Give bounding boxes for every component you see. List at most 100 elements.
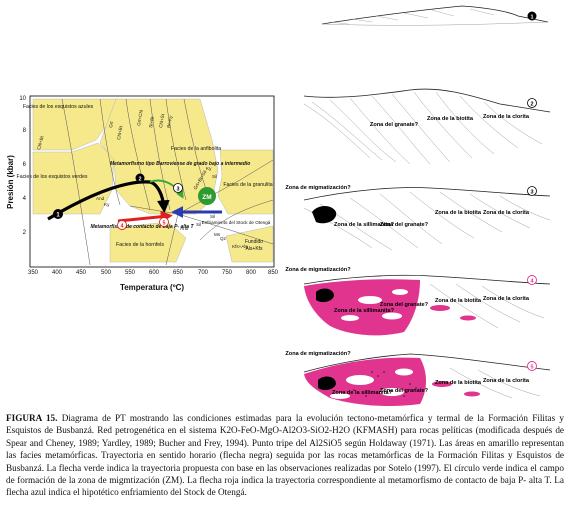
svg-text:Qz: Qz [220,236,227,241]
melt-label-2: Als+Kfs [245,246,263,252]
red-trajectory [117,210,173,223]
marker-5: 5 [159,217,169,227]
svg-text:3: 3 [176,187,179,193]
svg-text:600: 600 [149,270,160,276]
svg-text:2: 2 [530,102,533,108]
svg-text:Ky: Ky [206,166,212,171]
s4-white-lenses [341,289,408,321]
figure-15: Facies de los esquistos azules Facies de… [6,5,551,406]
marker-1: 1 [53,209,63,219]
s2-label-biotita: Zona de la biotita [427,116,474,122]
s3-label-migmatizacion: Zona de migmatización? [285,185,351,191]
section-5: Zona de migmatización? Zona de la sillim… [285,351,551,406]
facies-field-hornfels [109,221,187,263]
s5-white-lenses [330,368,413,399]
svg-text:Chl+Bt: Chl+Bt [116,125,123,140]
s4-migmatite-blob [316,288,334,303]
zm-circle [198,187,216,205]
s3-label-biotita: Zona de la biotita [435,210,482,216]
s5-label-clorita: Zona de la clorita [483,378,530,384]
svg-text:St+Bt: St+Bt [148,115,155,128]
svg-text:4: 4 [23,196,27,202]
section-3: Zona de migmatización? Zona de la sillim… [285,185,551,251]
s4-label-clorita: Zona de la clorita [483,296,530,302]
svg-text:550: 550 [125,270,136,276]
s5-label-sillimanita: Zona de la sillimanita? [332,390,393,396]
zm-label: ZM [202,194,211,201]
svg-text:Sil: Sil [212,174,217,179]
barroviense-label: Metamorfismo tipo Barroviense de grado b… [110,161,250,167]
facies-label-amphibolite: Facies de la anfibolita [171,146,221,152]
svg-text:4: 4 [120,224,124,230]
y-axis-label: Presión (kbar) [6,155,15,209]
s5-pink-lenses [432,381,480,397]
s4-pink-lenses [430,305,476,321]
caption-text: Diagrama de PT mostrando las condiciones… [6,413,565,498]
s3-label-granate: Zona del granate? [380,222,429,228]
svg-text:6: 6 [23,162,27,168]
s5-dots [353,371,417,397]
black-trajectory [47,180,170,221]
svg-text:Chl+Bt: Chl+Bt [36,135,45,150]
section-4: Zona de migmatización? Zona de la sillim… [285,267,551,336]
svg-text:850: 850 [268,270,279,276]
green-trajectory [149,179,184,199]
facies-label-granulite: Facies de la granulita [223,182,272,188]
x-tick-labels: 350 400 450 500 550 600 650 700 750 800 … [28,270,279,276]
svg-text:5: 5 [162,221,165,227]
melt-field [225,225,274,263]
s4-label-biotita: Zona de la biotita [435,298,482,304]
facies-label-greenschist: Facies de los esquistos verdes [17,174,88,180]
svg-text:Bt+Ky: Bt+Ky [166,114,173,128]
s3-label-sillimanita: Zona de la sillimanita? [334,222,395,228]
svg-text:Kfs+Als: Kfs+Als [232,244,248,249]
svg-text:Grt+Chl: Grt+Chl [136,110,144,127]
marker-2: 2 [135,173,145,183]
svg-text:400: 400 [52,270,63,276]
s5-label-migmatizacion: Zona de migmatización? [285,351,351,357]
svg-text:1: 1 [56,213,60,219]
s4-label-migmatizacion: Zona de migmatización? [285,267,351,273]
s2-label-clorita: Zona de la clorita [483,114,530,120]
s4-label-sillimanita: Zona de la sillimanita? [334,308,395,314]
svg-text:Grt: Grt [108,120,114,128]
svg-text:500: 500 [101,270,112,276]
s3-label-clorita: Zona de la clorita [483,210,530,216]
facies-field-granulite [217,149,274,215]
facies-label-blueschist: Facies de los esquistos azules [23,104,94,110]
caption-label: FIGURA 15. [6,413,58,423]
s2-label-granate: Zona del granate? [370,122,419,128]
svg-text:Ms: Ms [214,232,221,237]
svg-text:10: 10 [19,96,26,102]
enfriamiento-label: Enfriamiento del Stock de Otengá [202,220,271,225]
s5-migmatite-blob [318,376,336,391]
svg-text:800: 800 [246,270,257,276]
contacto-label: Metamorfismo de contacto de baja P- alta… [90,224,194,230]
marker-4: 4 [117,220,127,230]
svg-text:1: 1 [530,15,533,21]
svg-text:Ky: Ky [104,202,110,207]
s5-label-biotita: Zona de la biotita [435,380,482,386]
svg-text:2: 2 [138,177,141,183]
s4-label-granate: Zona del granate? [380,302,429,308]
svg-text:450: 450 [76,270,87,276]
svg-text:And: And [180,226,189,231]
svg-text:750: 750 [222,270,233,276]
svg-text:4: 4 [530,279,534,285]
svg-text:8: 8 [23,128,27,134]
figure-caption: FIGURA 15. Diagrama de PT mostrando las … [6,412,564,499]
x-axis-label: Temperatura (ºC) [120,283,184,292]
svg-text:3: 3 [530,190,533,196]
y-tick-labels: 2 4 6 8 10 [19,96,26,236]
svg-text:2: 2 [23,230,27,236]
svg-text:350: 350 [28,270,39,276]
svg-text:5: 5 [530,365,533,371]
marker-3: 3 [173,183,183,193]
svg-text:Sil: Sil [196,222,201,227]
section-2: Zona del granate? Zona de la biotita Zon… [303,88,551,165]
svg-text:700: 700 [198,270,209,276]
svg-text:And: And [96,196,105,201]
svg-text:Sil: Sil [210,214,215,219]
s3-migmatite-blob [312,206,337,224]
svg-text:650: 650 [173,270,184,276]
